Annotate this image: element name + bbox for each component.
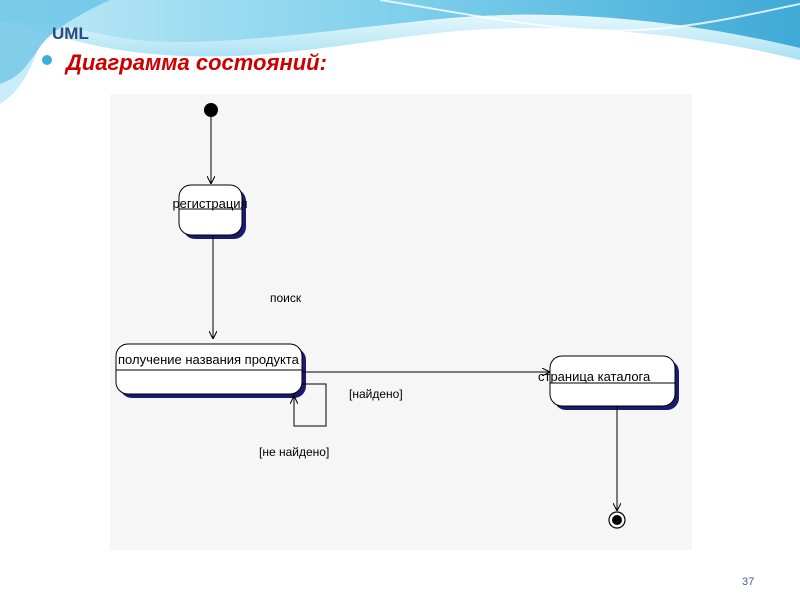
state-registration bbox=[178, 184, 246, 239]
page-number: 37 bbox=[742, 576, 755, 588]
transition-not-found-loop bbox=[293, 383, 327, 427]
final-state bbox=[608, 511, 626, 529]
wave-band-left bbox=[0, 0, 110, 84]
wave-band-light bbox=[0, 14, 800, 60]
transition-label-search: поиск bbox=[270, 291, 302, 305]
state-registration-label: регистрация bbox=[172, 196, 247, 211]
state-get-product-name-label: получение названия продукта bbox=[118, 352, 300, 367]
transition-label-not-found: [не найдено] bbox=[259, 445, 329, 459]
state-get-product-name bbox=[115, 343, 306, 398]
initial-state bbox=[204, 103, 218, 117]
state-catalog-page bbox=[549, 355, 679, 410]
slide-title: Диаграмма состояний: bbox=[66, 50, 327, 75]
state-catalog-page-label: страница каталога bbox=[538, 369, 651, 384]
diagram-canvas bbox=[110, 94, 692, 550]
wave-band-top bbox=[0, 0, 800, 48]
wave-band-left-light bbox=[0, 50, 38, 104]
slide-kicker: UML bbox=[52, 24, 89, 43]
bullet-icon bbox=[42, 55, 52, 65]
wave-stripe bbox=[379, 0, 800, 32]
transition-label-found: [найдено] bbox=[349, 387, 403, 401]
